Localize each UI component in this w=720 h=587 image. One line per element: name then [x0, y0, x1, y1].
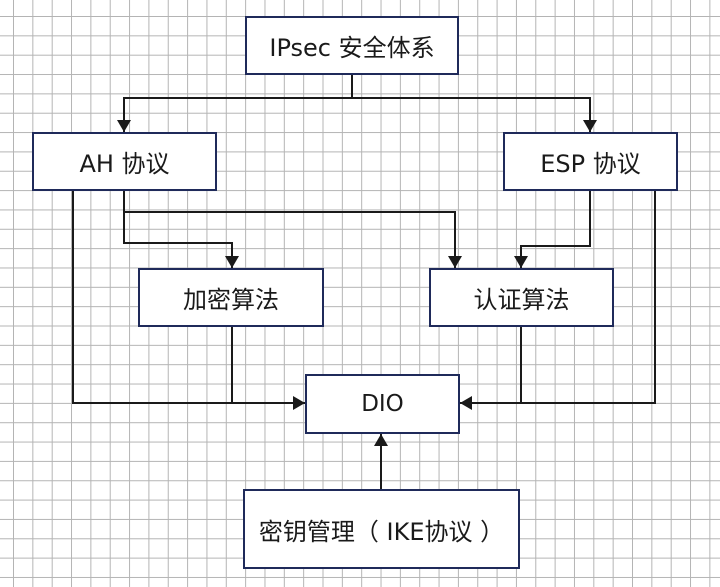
edge-ah-to-dio: [72, 191, 305, 404]
node-label: 认证算法: [473, 286, 570, 314]
node-authentication-algorithm[interactable]: 认证算法: [429, 268, 614, 327]
node-dio[interactable]: DIO: [305, 374, 460, 434]
edge-ah-to-auth: [123, 191, 456, 268]
node-label: AH 协议: [79, 150, 170, 178]
edge-esp-to-auth: [520, 191, 591, 268]
node-esp-protocol[interactable]: ESP 协议: [503, 132, 678, 191]
arrowhead-icon: [374, 434, 388, 446]
node-ipsec-architecture[interactable]: IPsec 安全体系: [245, 16, 459, 75]
arrowhead-icon: [225, 256, 239, 268]
arrowhead-icon: [514, 256, 528, 268]
edge-ah-to-enc: [123, 191, 233, 268]
edge-root-to-esp: [351, 75, 591, 132]
node-label: IPsec 安全体系: [269, 34, 435, 62]
node-key-management-ike[interactable]: 密钥管理（ IKE协议 ）: [243, 489, 520, 569]
arrowhead-icon: [117, 120, 131, 132]
node-label: 密钥管理（ IKE协议 ）: [258, 517, 505, 546]
node-label: DIO: [361, 391, 404, 417]
node-label: 加密算法: [183, 286, 279, 314]
node-ah-protocol[interactable]: AH 协议: [32, 132, 217, 191]
node-encryption-algorithm[interactable]: 加密算法: [138, 268, 324, 327]
arrowhead-icon: [448, 256, 462, 268]
node-label: ESP 协议: [540, 150, 641, 178]
arrowhead-icon: [293, 396, 305, 410]
edge-root-to-ah: [123, 75, 353, 132]
edge-esp-to-dio: [460, 191, 656, 404]
arrowhead-icon: [460, 396, 472, 410]
arrowhead-icon: [583, 120, 597, 132]
